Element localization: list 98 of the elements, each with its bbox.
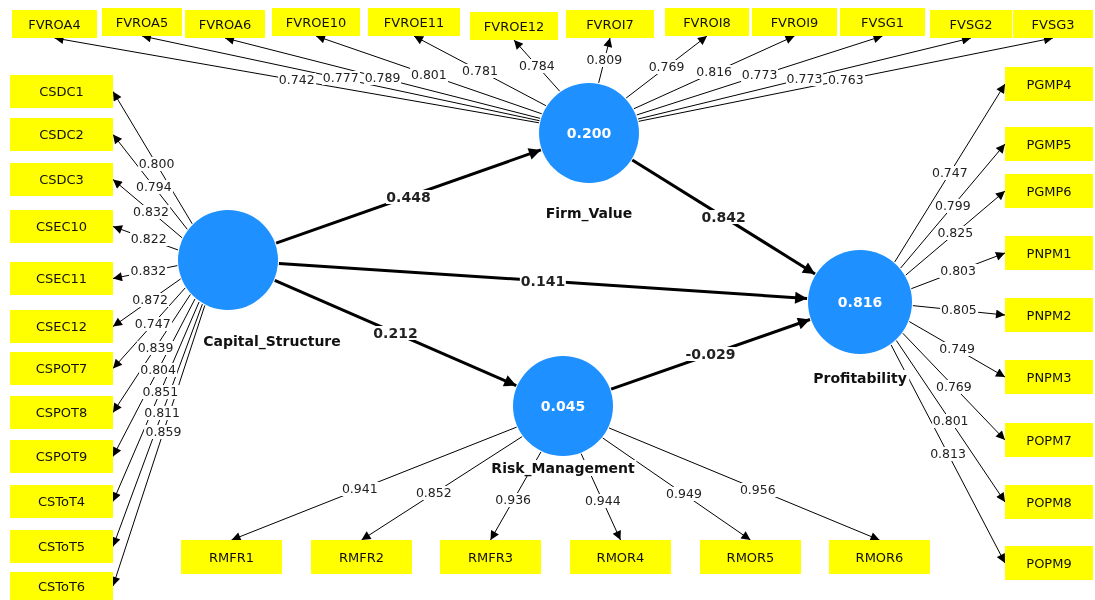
indicator-box: CSDC3: [10, 163, 113, 196]
indicator-box: POPM8: [1005, 485, 1093, 519]
loading-label: 0.773: [740, 68, 779, 83]
loading-label: 0.872: [131, 293, 170, 308]
loading-label: 0.799: [933, 199, 972, 213]
loading-label: 0.832: [132, 204, 170, 219]
indicator-box: FVSG2: [930, 10, 1012, 38]
indicator-box: PGMP4: [1005, 67, 1093, 101]
latent-variable-circle: 0.816: [808, 250, 912, 354]
construct-name: Capital_Structure: [201, 333, 343, 349]
indicator-box: CSPOT9: [10, 440, 113, 473]
loading-label: 0.803: [939, 263, 978, 278]
indicator-box: CSDC2: [10, 118, 113, 151]
arrow: [274, 279, 517, 387]
loading-label: 0.956: [738, 482, 777, 497]
loading-label: 0.944: [583, 494, 622, 509]
loading-label: 0.813: [929, 446, 967, 461]
loading-label: 0.773: [785, 71, 824, 86]
path-coefficient: -0.029: [684, 347, 737, 362]
arrow: [608, 427, 880, 541]
loading-label: 0.747: [133, 317, 172, 332]
loading-label: 0.804: [139, 362, 177, 377]
arrow: [631, 158, 816, 276]
indicator-box: FVSG1: [840, 8, 925, 36]
indicator-box: CSDC1: [10, 75, 113, 108]
loading-label: 0.816: [695, 65, 734, 80]
indicator-box: FVROI8: [665, 8, 749, 36]
indicator-box: PNPM3: [1005, 360, 1093, 394]
arrow: [112, 134, 188, 230]
path-coefficient: 0.212: [372, 326, 419, 340]
loading-label: 0.800: [137, 157, 176, 172]
indicator-box: RMFR3: [440, 540, 541, 574]
loading-label: 0.851: [141, 384, 180, 399]
loading-label: 0.784: [517, 58, 556, 73]
indicator-box: FVSG3: [1013, 10, 1093, 38]
indicator-box: FVROA4: [12, 10, 97, 38]
indicator-box: CSPOT7: [10, 352, 113, 385]
loading-label: 0.949: [665, 487, 703, 502]
indicator-box: RMOR5: [700, 540, 801, 574]
indicator-box: FVROI9: [752, 8, 837, 36]
loading-label: 0.789: [363, 71, 402, 86]
indicator-box: CSToT6: [10, 572, 113, 600]
path-coefficient: 0.842: [700, 209, 747, 224]
indicator-box: CSEC10: [10, 210, 113, 243]
path-coefficient: 0.448: [385, 189, 432, 204]
latent-variable-circle: 0.200: [539, 83, 639, 183]
indicator-box: CSEC11: [10, 262, 113, 295]
indicator-box: CSToT5: [10, 530, 113, 563]
loading-label: 0.936: [494, 493, 533, 508]
loading-label: 0.941: [340, 482, 379, 497]
loading-label: 0.777: [321, 71, 360, 86]
loading-label: 0.747: [930, 165, 969, 180]
arrow: [895, 340, 1006, 503]
loading-label: 0.769: [647, 60, 686, 74]
indicator-box: FVROA6: [185, 10, 265, 38]
loading-label: 0.809: [585, 53, 624, 68]
latent-variable-circle: 0.045: [513, 356, 613, 456]
indicator-box: RMFR1: [181, 540, 282, 574]
indicator-box: PNPM2: [1005, 298, 1093, 332]
indicator-box: POPM9: [1005, 546, 1093, 580]
path-coefficient: 0.141: [519, 273, 567, 288]
loading-label: 0.763: [826, 72, 865, 87]
indicator-box: CSToT4: [10, 485, 113, 518]
indicator-box: CSEC12: [10, 310, 113, 343]
loading-label: 0.801: [410, 67, 448, 82]
construct-name: Risk_Management: [489, 460, 637, 476]
loading-label: 0.801: [931, 414, 970, 429]
indicator-box: POPM7: [1005, 423, 1093, 457]
indicator-box: PNPM1: [1005, 236, 1093, 270]
loading-label: 0.781: [461, 63, 499, 78]
indicator-box: FVROI7: [566, 10, 654, 38]
indicator-box: CSPOT8: [10, 396, 113, 429]
loading-label: 0.822: [129, 232, 168, 247]
construct-name: Profitability: [811, 370, 909, 386]
indicator-box: FVROA5: [102, 8, 182, 36]
loading-label: 0.742: [277, 73, 316, 88]
indicator-box: PGMP6: [1005, 174, 1093, 208]
loading-label: 0.825: [936, 226, 975, 241]
arrow: [902, 332, 1006, 441]
indicator-box: FVROE12: [470, 12, 558, 40]
indicator-box: RMFR2: [311, 540, 412, 574]
arrow: [900, 143, 1006, 269]
loading-label: 0.839: [136, 340, 175, 355]
loading-label: 0.811: [143, 406, 182, 421]
indicator-box: PGMP5: [1005, 127, 1093, 161]
loading-label: 0.769: [935, 379, 973, 394]
arrow: [894, 83, 1006, 263]
indicator-box: FVROE11: [368, 8, 460, 36]
loading-label: 0.794: [134, 179, 173, 194]
loading-label: 0.832: [129, 264, 168, 279]
arrow: [890, 344, 1006, 564]
loading-label: 0.859: [144, 424, 183, 439]
arrow: [278, 261, 808, 304]
loading-label: 0.749: [938, 342, 976, 357]
indicator-box: RMOR4: [570, 540, 671, 574]
loading-label: 0.852: [414, 486, 453, 501]
indicator-box: FVROE10: [272, 8, 360, 36]
indicator-box: RMOR6: [829, 540, 930, 574]
